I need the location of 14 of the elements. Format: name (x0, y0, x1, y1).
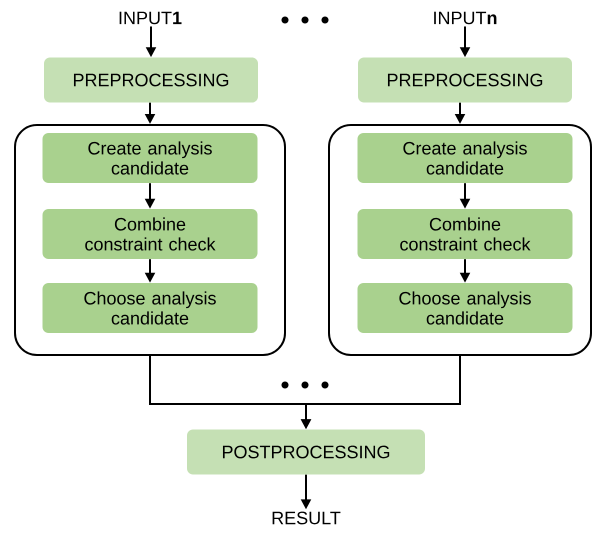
step-box: Create analysis candidate (42, 133, 258, 183)
step-box: Choose analysis candidate (358, 283, 572, 333)
io-label: RESULT (272, 512, 340, 524)
step-box: Combine constraint check (358, 209, 572, 259)
step-box: Choose analysis candidate (42, 283, 258, 333)
group-frame (328, 124, 592, 356)
group-frame (14, 124, 286, 356)
process-box: POSTPROCESSING (187, 430, 425, 474)
step-box: Combine constraint check (42, 209, 258, 259)
io-label: INPUTn (434, 12, 496, 24)
process-box: PREPROCESSING (358, 58, 572, 102)
io-label: INPUT1 (120, 12, 182, 24)
step-box: Create analysis candidate (358, 133, 572, 183)
process-box: PREPROCESSING (44, 58, 258, 102)
